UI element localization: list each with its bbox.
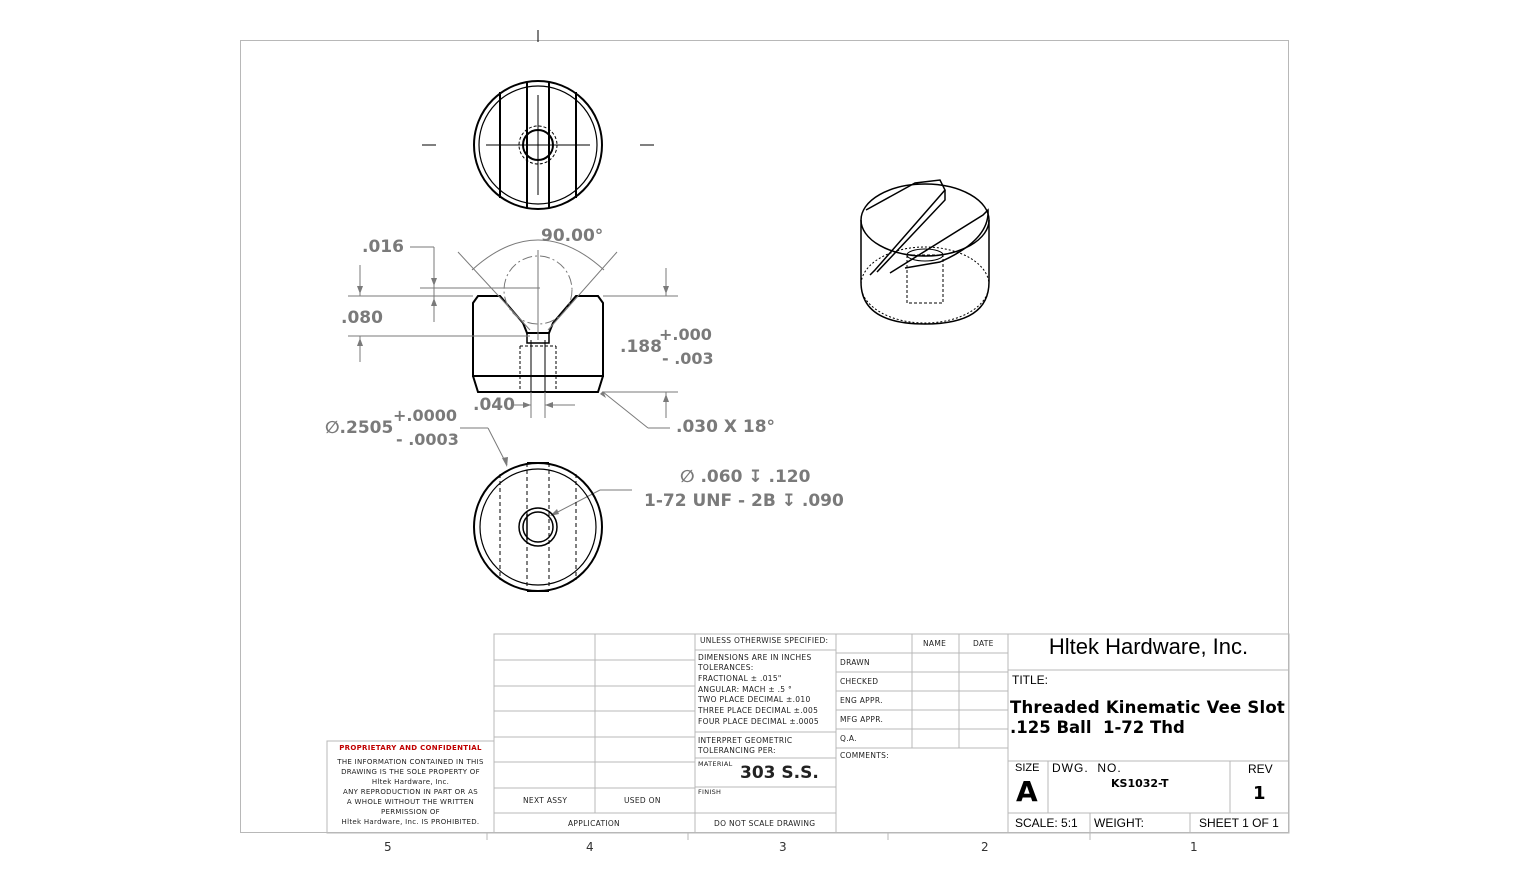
isometric-view [860,179,990,325]
proprietary-line: PERMISSION OF [381,808,440,816]
proprietary-line: Hltek Hardware, Inc. [371,778,450,786]
interpret-label-2: TOLERANCING PER: [698,746,776,755]
bottom-view [473,462,603,592]
dim-040: .040 [473,395,515,415]
title-block-grid [326,633,1290,840]
proprietary-line: Hltek Hardware, Inc. IS PROHIBITED. [341,818,480,826]
side-view [472,250,604,393]
dim-angle: 90.00° [541,226,604,246]
size-label: SIZE [1015,762,1040,774]
approval-mfg: MFG APPR. [840,715,884,724]
approval-qa: Q.A. [840,734,857,743]
proprietary-line: DRAWING IS THE SOLE PROPERTY OF [341,768,480,776]
dwg-no-value: KS1032-T [1111,777,1169,790]
tolerance-line: DIMENSIONS ARE IN INCHES [698,653,812,662]
zone-label: 1 [1190,840,1198,854]
dim-chamfer: .030 X 18° [676,417,776,437]
hole-callout-line1: ∅ .060 ↧ .120 [680,467,811,487]
dimension-lines [348,239,678,516]
tolerance-line: FRACTIONAL ± .015" [698,674,782,683]
date-header: DATE [973,639,994,648]
weight-label: WEIGHT: [1094,816,1144,830]
rev-label: REV [1248,762,1273,776]
company-name: Hltek Hardware, Inc. [1048,634,1249,659]
tolerance-line: FOUR PLACE DECIMAL ±.0005 [698,717,819,726]
name-header: NAME [923,639,947,648]
tolerance-line: THREE PLACE DECIMAL ±.005 [698,706,819,715]
do-not-scale-label: DO NOT SCALE DRAWING [714,819,816,828]
proprietary-header: PROPRIETARY AND CONFIDENTIAL [339,744,482,752]
proprietary-notice: PROPRIETARY AND CONFIDENTIAL THE INFORMA… [327,745,494,827]
drawing-title-line2: .125 Ball 1-72 Thd [1010,718,1185,737]
proprietary-line: ANY REPRODUCTION IN PART OR AS [343,788,478,796]
application-label: APPLICATION [568,819,620,828]
approval-drawn: DRAWN [840,658,870,667]
proprietary-line: A WHOLE WITHOUT THE WRITTEN [346,798,475,806]
tolerance-line: TWO PLACE DECIMAL ±.010 [698,695,811,704]
dim-080: .080 [341,308,383,328]
dim-016: .016 [362,237,404,257]
size-value: A [1016,775,1038,808]
zone-label: 4 [586,840,594,854]
zone-label: 5 [384,840,392,854]
zone-label: 3 [779,840,787,854]
interpret-label-1: INTERPRET GEOMETRIC [698,736,793,745]
next-assy-label: NEXT ASSY [523,796,568,805]
drawing-title-line1: Threaded Kinematic Vee Slot [1010,698,1285,717]
approval-eng: ENG APPR. [840,696,883,705]
dim-188-minus: - .003 [662,349,714,368]
tolerance-header: UNLESS OTHERWISE SPECIFIED: [700,636,829,645]
rev-value: 1 [1253,783,1266,804]
approval-checked: CHECKED [840,677,879,686]
used-on-label: USED ON [624,796,661,805]
dwg-no-label: DWG. NO. [1052,761,1122,775]
material-value: 303 S.S. [740,763,819,783]
scale-label: SCALE: 5:1 [1015,816,1078,830]
dim-diameter-plus: +.0000 [393,406,458,425]
dim-188-plus: +.000 [659,325,712,344]
finish-label: FINISH [698,788,722,796]
top-view [422,80,654,210]
zone-label: 2 [981,840,989,854]
title-label: TITLE: [1012,673,1049,687]
tolerance-line: TOLERANCES: [698,663,754,672]
dim-diameter-minus: - .0003 [396,430,459,449]
tolerance-line: ANGULAR: MACH ± .5 ° [698,685,793,694]
proprietary-line: THE INFORMATION CONTAINED IN THIS [337,758,484,766]
hole-callout-line2: 1-72 UNF - 2B ↧ .090 [644,491,844,511]
dim-188: .188 [620,337,662,357]
material-label: MATERIAL [698,760,733,768]
dim-diameter: ∅.2505 [325,418,394,438]
comments-label: COMMENTS: [840,751,889,760]
sheet-label: SHEET 1 OF 1 [1199,816,1279,830]
